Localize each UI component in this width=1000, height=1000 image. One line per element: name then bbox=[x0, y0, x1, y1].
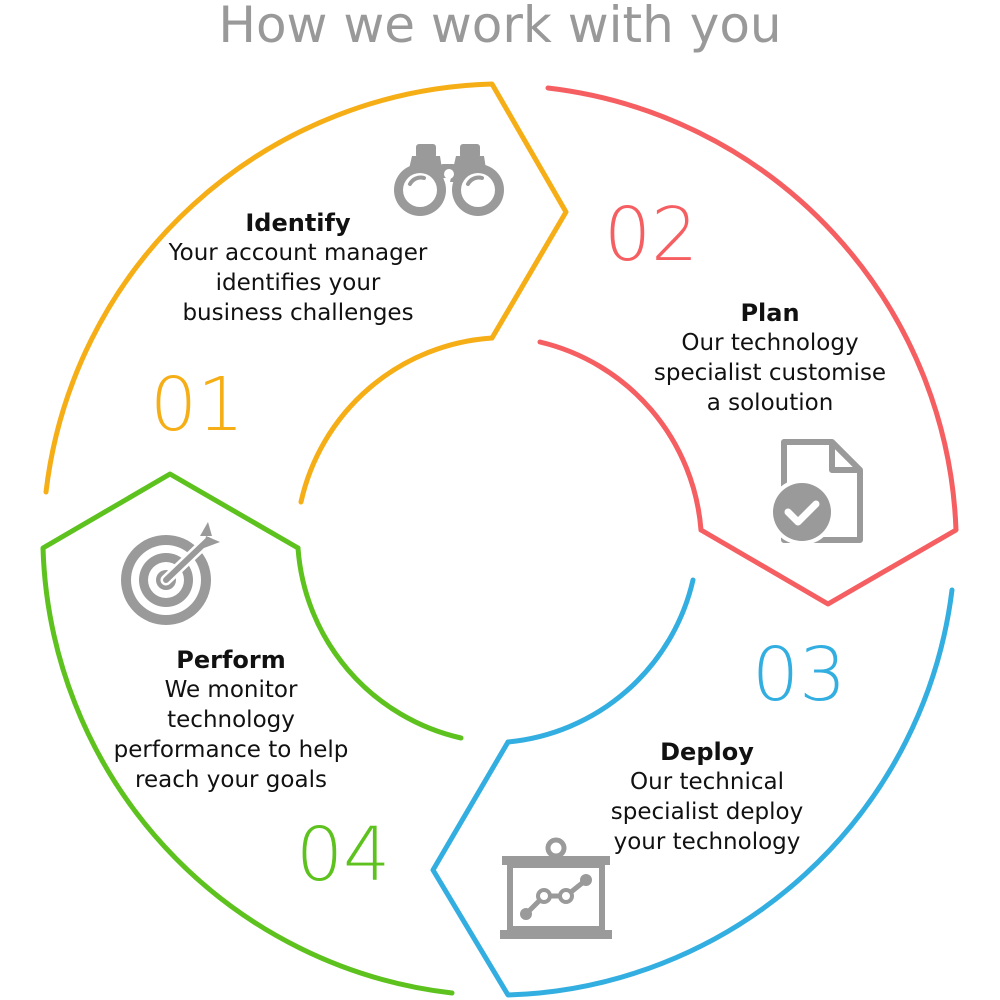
step-title-identify: Identify bbox=[245, 209, 351, 237]
step-desc-plan: Our technology specialist customise a so… bbox=[653, 330, 887, 416]
step-plan: Plan Our technology specialist customise… bbox=[630, 298, 910, 418]
step-title-deploy: Deploy bbox=[660, 738, 754, 766]
target-arrow-icon bbox=[116, 520, 228, 630]
step-identify: Identify Your account manager identifies… bbox=[148, 208, 448, 328]
segment-plan bbox=[537, 85, 959, 607]
step-desc-identify: Your account manager identifies your bus… bbox=[168, 240, 428, 326]
segment-deploy-outer bbox=[430, 587, 955, 998]
step-deploy: Deploy Our technical specialist deploy y… bbox=[577, 737, 837, 857]
segment-perform-outer bbox=[40, 471, 455, 996]
step-number-01: 01 bbox=[150, 362, 245, 448]
step-desc-deploy: Our technical specialist deploy your tec… bbox=[610, 769, 804, 855]
segment-identify-inner bbox=[298, 335, 495, 505]
diagram-title: How we work with you bbox=[218, 0, 782, 54]
document-check-icon bbox=[766, 436, 870, 548]
segment-perform bbox=[40, 471, 464, 996]
segment-identify-outer bbox=[43, 81, 569, 495]
step-number-03: 03 bbox=[752, 632, 847, 718]
binoculars-icon bbox=[390, 140, 510, 220]
step-title-perform: Perform bbox=[176, 646, 286, 674]
presentation-chart-icon bbox=[496, 834, 616, 946]
step-number-04: 04 bbox=[296, 812, 391, 898]
segment-perform-inner bbox=[295, 545, 464, 741]
step-title-plan: Plan bbox=[740, 299, 800, 327]
segment-deploy-inner bbox=[505, 577, 696, 745]
segment-identify bbox=[43, 81, 569, 505]
segment-deploy bbox=[430, 577, 955, 998]
step-perform: Perform We monitor technology performanc… bbox=[100, 645, 362, 795]
step-number-02: 02 bbox=[604, 192, 699, 278]
step-desc-perform: We monitor technology performance to hel… bbox=[113, 677, 349, 793]
segment-plan-inner bbox=[537, 339, 704, 533]
segment-plan-outer bbox=[545, 85, 959, 607]
